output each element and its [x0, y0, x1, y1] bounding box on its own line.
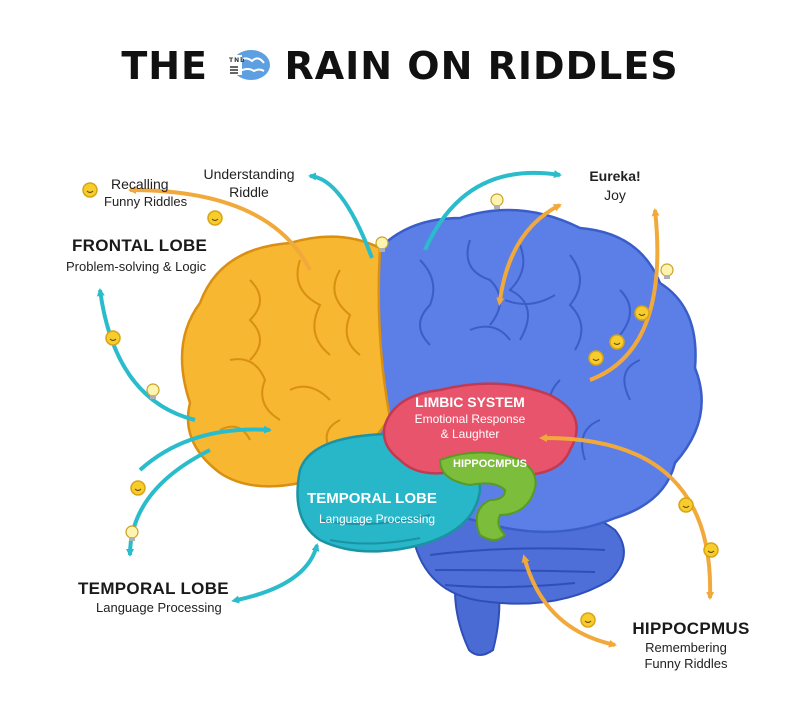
svg-text:TNb: TNb [229, 57, 245, 64]
brain-logo-icon: TNb [228, 50, 271, 80]
arrow-frontal-left [96, 288, 196, 422]
arrow-brain-to-eureka [423, 170, 562, 251]
hippocampus-outer-line1: Remembering [645, 640, 727, 655]
limbic-title: LIMBIC SYSTEM [415, 394, 525, 410]
eureka-line2: Joy [604, 187, 626, 203]
lightbulb-icon [125, 193, 674, 539]
title-word-the: THE [121, 44, 208, 88]
frontal-lobe-subtitle: Problem-solving & Logic [66, 259, 207, 274]
temporal-lobe-outer-title: TEMPORAL LOBE [78, 579, 229, 598]
hippocampus-inner-label: HIPPOCMPUS [453, 458, 527, 470]
limbic-line1: Emotional Response [414, 412, 526, 426]
frontal-lobe-title: FRONTAL LOBE [72, 236, 208, 255]
understanding-line2: Riddle [229, 184, 269, 200]
arrow-recalling [128, 186, 312, 271]
page-title: THE TNb RAIN ON RIDDLES [0, 44, 800, 88]
understanding-line1: Understanding [203, 166, 295, 182]
smiley-icon [82, 182, 719, 628]
temporal-lobe-inner-title: TEMPORAL LOBE [307, 490, 437, 507]
arrow-temporal-outer [231, 543, 320, 604]
temporal-lobe-inner-subtitle: Language Processing [318, 512, 436, 526]
brain-stem [453, 589, 501, 656]
arrow-frontal-to-understanding [308, 172, 374, 259]
limbic-line2: & Laughter [440, 427, 500, 441]
temporal-lobe-outer-subtitle: Language Processing [96, 600, 222, 615]
hippocampus [438, 451, 537, 541]
hippocampus-outer-title: HIPPOCPMUS [632, 619, 750, 638]
arrow-limbic-hippo [539, 434, 715, 600]
arrow-cerebellum-hippo [521, 554, 617, 648]
hippocampus-outer-line2: Funny Riddles [644, 656, 728, 671]
arrow-eureka-inner [496, 203, 562, 306]
eureka-line1: Eureka! [589, 168, 641, 184]
title-words-rest: RAIN ON RIDDLES [284, 44, 679, 88]
recalling-line2: Funny Riddles [104, 194, 188, 209]
recalling-line1: Recalling [111, 176, 169, 192]
arrow-to-frontal [138, 425, 272, 472]
arrow-eureka-right [589, 208, 660, 382]
